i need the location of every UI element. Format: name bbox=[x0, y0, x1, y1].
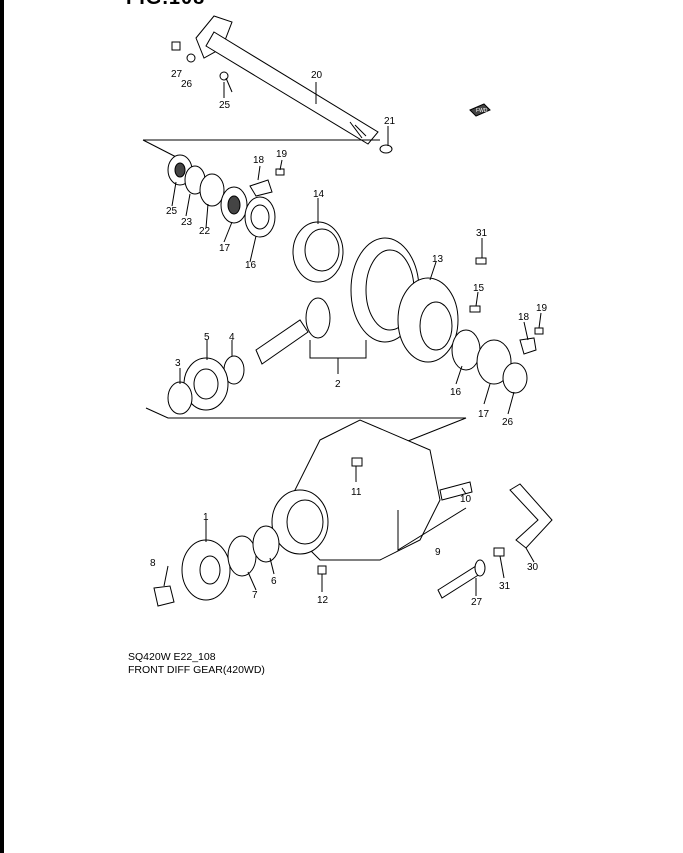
callout-10: 10 bbox=[460, 494, 472, 505]
callout-29: 27 bbox=[471, 597, 483, 608]
ring-gear-carrier-13 bbox=[350, 237, 544, 394]
callout-31: 31 bbox=[499, 581, 511, 592]
callout-24-lower: 26 bbox=[502, 417, 514, 428]
diagram-description: FRONT DIFF GEAR(420WD) bbox=[128, 664, 265, 676]
part-callouts: 20 21 27 26 25 18 19 25 23 22 17 16 14 3… bbox=[150, 69, 548, 608]
callout-9: 9 bbox=[435, 547, 441, 558]
bearing-group-upper bbox=[142, 139, 380, 238]
callout-28: 31 bbox=[476, 228, 488, 239]
fwd-label: FWD bbox=[476, 108, 488, 114]
callout-2: 2 bbox=[335, 379, 341, 390]
callout-19-upper: 19 bbox=[276, 149, 288, 160]
callout-20: 20 bbox=[311, 70, 323, 81]
callout-30: 30 bbox=[527, 562, 539, 573]
callout-11: 11 bbox=[351, 487, 362, 498]
callout-16-lower: 16 bbox=[450, 387, 462, 398]
diagram-caption: SQ420W E22_108 FRONT DIFF GEAR(420WD) bbox=[128, 651, 265, 677]
axle-shaft-20 bbox=[171, 15, 393, 154]
flange-group bbox=[153, 525, 327, 607]
callout-17-lower: 17 bbox=[478, 409, 490, 420]
figure-title: FIG.108 bbox=[126, 0, 205, 10]
leader-lines bbox=[163, 82, 542, 596]
forward-arrow-icon: FWD bbox=[469, 103, 491, 117]
callout-25: 25 bbox=[219, 100, 231, 111]
callout-18-lower: 18 bbox=[518, 312, 530, 323]
left-border-line bbox=[0, 0, 4, 853]
callout-3: 3 bbox=[175, 358, 181, 369]
callout-4: 4 bbox=[229, 332, 235, 343]
callout-12: 12 bbox=[317, 595, 329, 606]
callout-17-upper: 17 bbox=[219, 243, 231, 254]
callout-15: 15 bbox=[473, 283, 485, 294]
bearing-14 bbox=[292, 221, 344, 283]
callout-19-lower: 19 bbox=[536, 303, 548, 314]
callout-18-upper: 18 bbox=[253, 155, 265, 166]
callout-22: 22 bbox=[199, 226, 211, 237]
callout-21: 21 bbox=[384, 116, 396, 127]
callout-16-upper: 16 bbox=[245, 260, 257, 271]
model-code: SQ420W E22_108 bbox=[128, 651, 216, 663]
callout-13: 13 bbox=[432, 254, 444, 265]
callout-8: 8 bbox=[150, 558, 156, 569]
breather-group bbox=[397, 483, 553, 599]
callout-27: 27 bbox=[171, 69, 183, 80]
callout-7: 7 bbox=[252, 590, 258, 601]
pinion-group-2 bbox=[145, 297, 467, 446]
callout-26: 26 bbox=[181, 79, 193, 90]
diff-housing bbox=[271, 419, 473, 561]
callout-1: 1 bbox=[203, 512, 209, 523]
callout-24-upper: 25 bbox=[166, 206, 178, 217]
callout-6: 6 bbox=[271, 576, 277, 587]
callout-14: 14 bbox=[313, 189, 325, 200]
callout-23: 23 bbox=[181, 217, 193, 228]
callout-5: 5 bbox=[204, 332, 210, 343]
